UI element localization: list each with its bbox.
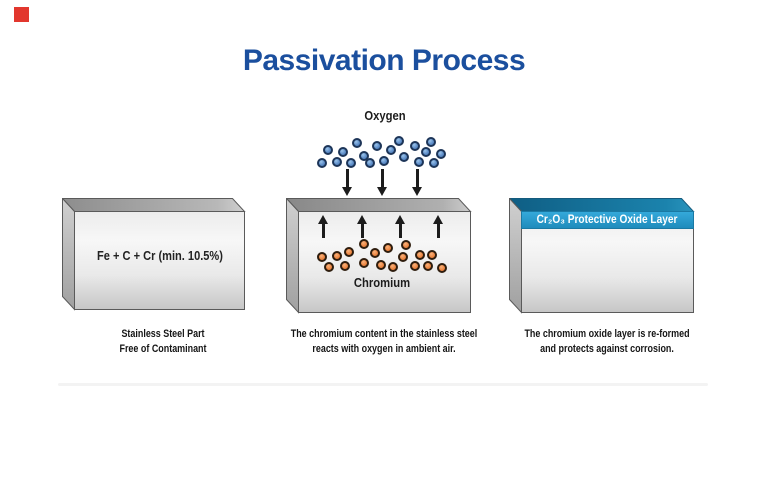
caption-line: reacts with oxygen in ambient air.	[312, 343, 456, 355]
oxygen-molecule-dot	[421, 147, 431, 157]
chromium-molecule-dot	[415, 250, 425, 260]
oxygen-molecule-dot	[379, 156, 389, 166]
page-title: Passivation Process	[242, 44, 526, 77]
chromium-molecule-dot	[340, 261, 350, 271]
steel-box-top-face	[62, 198, 246, 212]
caption-line: The chromium content in the stainless st…	[290, 328, 478, 340]
chromium-molecule-dot	[324, 262, 334, 272]
oxygen-molecule-dot	[317, 158, 327, 168]
caption-line: Free of Contaminant	[119, 343, 207, 355]
oxide-box-top-face	[509, 198, 695, 212]
chromium-molecule-dot	[437, 263, 447, 273]
caption-steel-part: Stainless Steel Part Free of Contaminant	[63, 327, 263, 357]
oxygen-molecule-dot	[436, 149, 446, 159]
chromium-molecule-dot	[370, 248, 380, 258]
oxygen-molecule-dot	[346, 158, 356, 168]
steel-box-left-face	[62, 198, 75, 311]
caption-reaction: The chromium content in the stainless st…	[280, 327, 488, 357]
oxide-box	[509, 198, 695, 314]
caption-line: The chromium oxide layer is re-formed	[524, 328, 690, 340]
oxygen-molecule-dot	[359, 151, 369, 161]
chromium-molecule-dot	[332, 251, 342, 261]
caption-line: Stainless Steel Part	[121, 328, 205, 340]
oxygen-molecule-dot	[410, 141, 420, 151]
chromium-molecule-dot	[388, 262, 398, 272]
oxygen-molecule-dot	[399, 152, 409, 162]
oxygen-molecule-dot	[414, 157, 424, 167]
oxide-layer-label: Cr₂O₃ Protective Oxide Layer	[536, 214, 678, 226]
chromium-label: Chromium	[353, 276, 411, 290]
oxygen-molecule-dot	[352, 138, 362, 148]
reaction-box-top-face	[286, 198, 472, 212]
bottom-divider	[58, 383, 708, 386]
steel-box-front-face	[74, 211, 245, 310]
oxygen-molecule-dot	[365, 158, 375, 168]
oxygen-molecule-dot	[429, 158, 439, 168]
chromium-molecule-dot	[401, 240, 411, 250]
chromium-molecule-dot	[344, 247, 354, 257]
oxygen-molecule-dot	[394, 136, 404, 146]
steel-box	[62, 198, 246, 311]
chromium-molecule-dot	[359, 239, 369, 249]
chromium-molecule-dot	[376, 260, 386, 270]
oxygen-molecule-dot	[338, 147, 348, 157]
oxygen-molecule-dot	[332, 157, 342, 167]
chromium-molecule-dot	[410, 261, 420, 271]
caption-line: and protects against corrosion.	[540, 343, 674, 355]
chromium-molecule-dot	[427, 250, 437, 260]
oxygen-molecule-dot	[386, 145, 396, 155]
oxide-layer-band	[521, 211, 694, 229]
steel-composition-label: Fe + C + Cr (min. 10.5%)	[97, 248, 223, 263]
reaction-box-left-face	[286, 198, 299, 314]
chromium-molecule-dot	[423, 261, 433, 271]
oxygen-molecule-dot	[323, 145, 333, 155]
red-corner-badge	[14, 7, 29, 22]
reaction-box	[286, 198, 472, 314]
caption-oxide-layer: The chromium oxide layer is re-formed an…	[507, 327, 707, 357]
chromium-molecule-dot	[359, 258, 369, 268]
oxygen-label: Oxygen	[364, 109, 406, 123]
chromium-molecule-dot	[383, 243, 393, 253]
chromium-molecule-dot	[398, 252, 408, 262]
oxygen-molecule-dot	[372, 141, 382, 151]
chromium-molecule-dot	[317, 252, 327, 262]
oxide-box-left-face	[509, 198, 522, 314]
oxygen-molecule-dot	[426, 137, 436, 147]
